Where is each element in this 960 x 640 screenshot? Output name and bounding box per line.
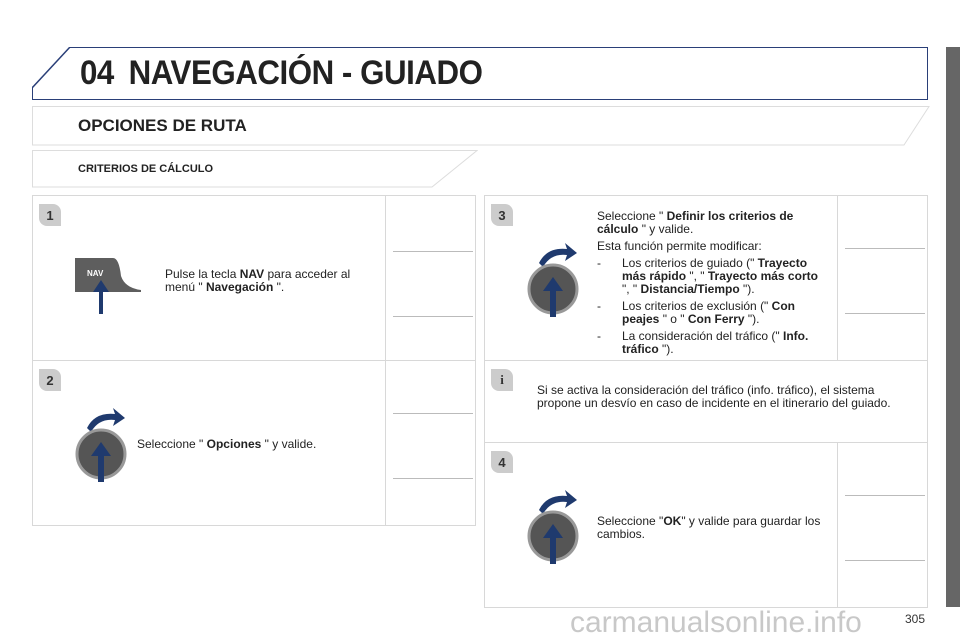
nav-key-press-icon: NAV <box>75 258 141 314</box>
info-text: Si se activa la consideración del tráfic… <box>537 383 891 410</box>
page-title: 04 NAVEGACIÓN - GUIADO <box>80 54 497 93</box>
list-item: Los criterios de exclusión (" Con peajes… <box>597 300 827 326</box>
step-2-text: Seleccione " Opciones " y valide. <box>137 437 317 451</box>
step-1-panel: 1 NAV Pulse la tecla NAV para acceder al… <box>32 195 476 361</box>
subsection-frame <box>32 150 478 188</box>
title-corner <box>32 47 71 89</box>
rotary-knob-press-icon <box>527 243 579 317</box>
rotary-knob-press-icon <box>75 408 127 482</box>
radio-panel-illustration <box>845 495 925 561</box>
step-1-text: Pulse la tecla NAV para acceder al menú … <box>165 267 351 294</box>
step-badge: 1 <box>39 204 61 226</box>
step-4-text: Seleccione "OK" y valide para guardar lo… <box>597 514 821 541</box>
step-3-text: Seleccione " Definir los criterios de cá… <box>597 210 827 356</box>
subsection-title: CRITERIOS DE CÁLCULO <box>78 163 214 175</box>
radio-panel-illustration <box>845 248 925 314</box>
step-2-panel: 2 Seleccione " Opciones " y valide. <box>32 360 476 526</box>
radio-panel-illustration <box>393 251 473 317</box>
info-panel: i Si se activa la consideración del tráf… <box>484 360 928 443</box>
page-number: 305 <box>905 612 926 626</box>
chapter-tab-bar <box>946 47 960 607</box>
list-item: Los criterios de guiado (" Trayecto más … <box>597 257 827 296</box>
chapter-number: 04 <box>80 54 114 92</box>
info-icon: i <box>491 369 513 391</box>
step-badge: 2 <box>39 369 61 391</box>
radio-panel-illustration <box>393 413 473 479</box>
list-item: La consideración del tráfico (" Info. tr… <box>597 330 827 356</box>
svg-text:NAV: NAV <box>87 269 104 278</box>
step-4-panel: 4 Seleccione "OK" y valide para guardar … <box>484 442 928 608</box>
step-3-panel: 3 Seleccione " Definir los criterios de … <box>484 195 928 361</box>
rotary-knob-press-icon <box>527 490 579 564</box>
watermark: carmanualsonline.info <box>570 606 862 639</box>
section-title: OPCIONES DE RUTA <box>78 116 247 135</box>
section-frame <box>32 106 930 146</box>
step-badge: 3 <box>491 204 513 226</box>
chapter-title: NAVEGACIÓN - GUIADO <box>128 54 483 92</box>
step-badge: 4 <box>491 451 513 473</box>
